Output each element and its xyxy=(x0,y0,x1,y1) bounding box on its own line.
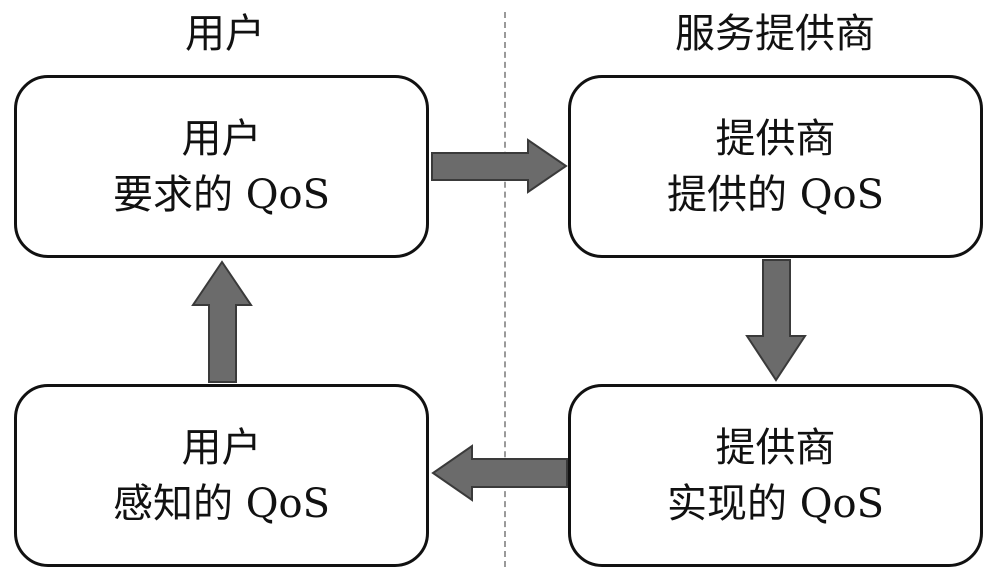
user-required-qos-box: 用户 要求的 QoS xyxy=(14,75,429,258)
box-line-1: 提供商 xyxy=(715,424,836,471)
provider-column-header: 服务提供商 xyxy=(675,11,875,57)
provider-offered-qos-box: 提供商 提供的 QoS xyxy=(568,75,983,258)
box-line-1: 提供商 xyxy=(715,115,836,162)
provider-achieved-qos-box: 提供商 实现的 QoS xyxy=(568,384,983,567)
user-column-header: 用户 xyxy=(185,11,265,57)
arrow-up xyxy=(191,260,253,383)
arrow-right xyxy=(431,138,568,194)
box-line-2: 感知的 QoS xyxy=(113,480,330,527)
arrow-down xyxy=(745,259,807,382)
box-line-1: 用户 xyxy=(181,115,262,162)
box-line-1: 用户 xyxy=(181,424,262,471)
column-divider xyxy=(504,12,506,567)
box-line-2: 要求的 QoS xyxy=(113,171,330,218)
arrow-left xyxy=(431,444,568,502)
box-line-2: 实现的 QoS xyxy=(667,480,884,527)
user-perceived-qos-box: 用户 感知的 QoS xyxy=(14,384,429,567)
box-line-2: 提供的 QoS xyxy=(667,171,884,218)
